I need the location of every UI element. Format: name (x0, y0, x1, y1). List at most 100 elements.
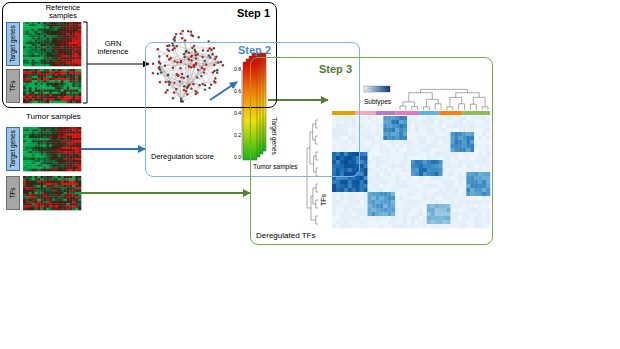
heatmap-cell (78, 164, 81, 167)
heatmap-cell (29, 140, 32, 143)
heatmap-cell (43, 151, 46, 154)
heatmap-cell (72, 187, 75, 190)
heatmap-cell (61, 44, 64, 47)
heatmap-cell (29, 33, 32, 36)
heatmap-cell (32, 64, 35, 67)
heatmap-cell (43, 94, 46, 97)
network-link (173, 46, 195, 50)
heatmap-cell (29, 149, 32, 152)
heatmap-cell (26, 187, 29, 190)
heatmap-cell (61, 176, 64, 179)
heatmap-cell (72, 181, 75, 184)
heatmap-cell (32, 151, 35, 154)
heatmap-cell (55, 98, 58, 101)
heatmap-cell (49, 57, 52, 60)
heatmap-cell (40, 22, 43, 25)
heatmap-cell (61, 138, 64, 141)
score-stack (242, 53, 266, 160)
heatmap-cell (38, 33, 41, 36)
network-node (190, 59, 192, 61)
heatmap-cell (49, 85, 52, 88)
heatmap-cell (32, 205, 35, 208)
heatmap-cell (78, 78, 81, 81)
network-node (164, 65, 166, 67)
heatmap-cell (423, 116, 427, 120)
heatmap-cell (46, 205, 49, 208)
heatmap-cell (58, 55, 61, 58)
heatmap-cell (470, 116, 474, 120)
heatmap-cell (52, 101, 55, 104)
heatmap-cell (55, 153, 58, 156)
heatmap-cell (49, 92, 52, 95)
heatmap-cell (61, 190, 64, 193)
heatmap-cell (52, 183, 55, 186)
network-node (217, 61, 219, 63)
heatmap-cell (368, 120, 372, 124)
heatmap-cell (29, 183, 32, 186)
heatmap-cell (58, 178, 61, 181)
heatmap-cell (49, 24, 52, 27)
heatmap-cell (38, 203, 41, 206)
heatmap-cell (43, 147, 46, 150)
heatmap-cell (67, 96, 70, 99)
heatmap-cell (29, 64, 32, 67)
heatmap-cell (26, 55, 29, 58)
heatmap-cell (35, 83, 38, 86)
heatmap-cell (38, 160, 41, 163)
heatmap-cell (64, 40, 67, 43)
heatmap-cell (61, 164, 64, 167)
heatmap-cell (64, 153, 67, 156)
heatmap-cell (78, 42, 81, 45)
heatmap-cell (29, 98, 32, 101)
heatmap-cell (29, 156, 32, 159)
heatmap-cell (61, 149, 64, 152)
heatmap-cell (72, 190, 75, 193)
heatmap-cell (61, 69, 64, 72)
heatmap-cell (75, 196, 78, 199)
heatmap-cell (38, 127, 41, 130)
heatmap-cell (64, 164, 67, 167)
heatmap-cell (352, 116, 356, 120)
heatmap-cell (52, 92, 55, 95)
heatmap-cell (67, 183, 70, 186)
heatmap-cell (72, 37, 75, 40)
heatmap-cell (415, 116, 419, 120)
heatmap-cell (23, 190, 26, 193)
heatmap-cell (55, 74, 58, 77)
heatmap-cell (26, 153, 29, 156)
heatmap-cell (55, 147, 58, 150)
heatmap-cell (52, 142, 55, 145)
heatmap-cell (72, 147, 75, 150)
heatmap-cell (35, 94, 38, 97)
heatmap-cell (55, 78, 58, 81)
heatmap-cell (61, 26, 64, 29)
heatmap-cell (466, 128, 470, 132)
heatmap-cell (46, 183, 49, 186)
heatmap-cell (32, 149, 35, 152)
heatmap-cell (43, 29, 46, 32)
heatmap-cell (26, 51, 29, 54)
heatmap-cell (78, 37, 81, 40)
heatmap-cell (26, 185, 29, 188)
heatmap-cell (40, 40, 43, 43)
heatmap-cell (419, 116, 423, 120)
heatmap-cell (49, 31, 52, 34)
heatmap-cell (58, 78, 61, 81)
heatmap-cell (43, 181, 46, 184)
heatmap-cell (26, 205, 29, 208)
network-node (190, 66, 192, 68)
heatmap-cell (35, 190, 38, 193)
heatmap-cell (23, 22, 26, 25)
heatmap-cell (415, 120, 419, 124)
heatmap-cell (58, 140, 61, 143)
network-link (158, 74, 189, 85)
heatmap-cell (23, 194, 26, 197)
heatmap-cell (451, 116, 455, 120)
heatmap-cell (64, 92, 67, 95)
heatmap-cell (75, 87, 78, 90)
heatmap-cell (78, 205, 81, 208)
heatmap-cell (46, 76, 49, 79)
heatmap-cell (35, 53, 38, 56)
heatmap-cell (64, 134, 67, 137)
heatmap-cell (67, 196, 70, 199)
